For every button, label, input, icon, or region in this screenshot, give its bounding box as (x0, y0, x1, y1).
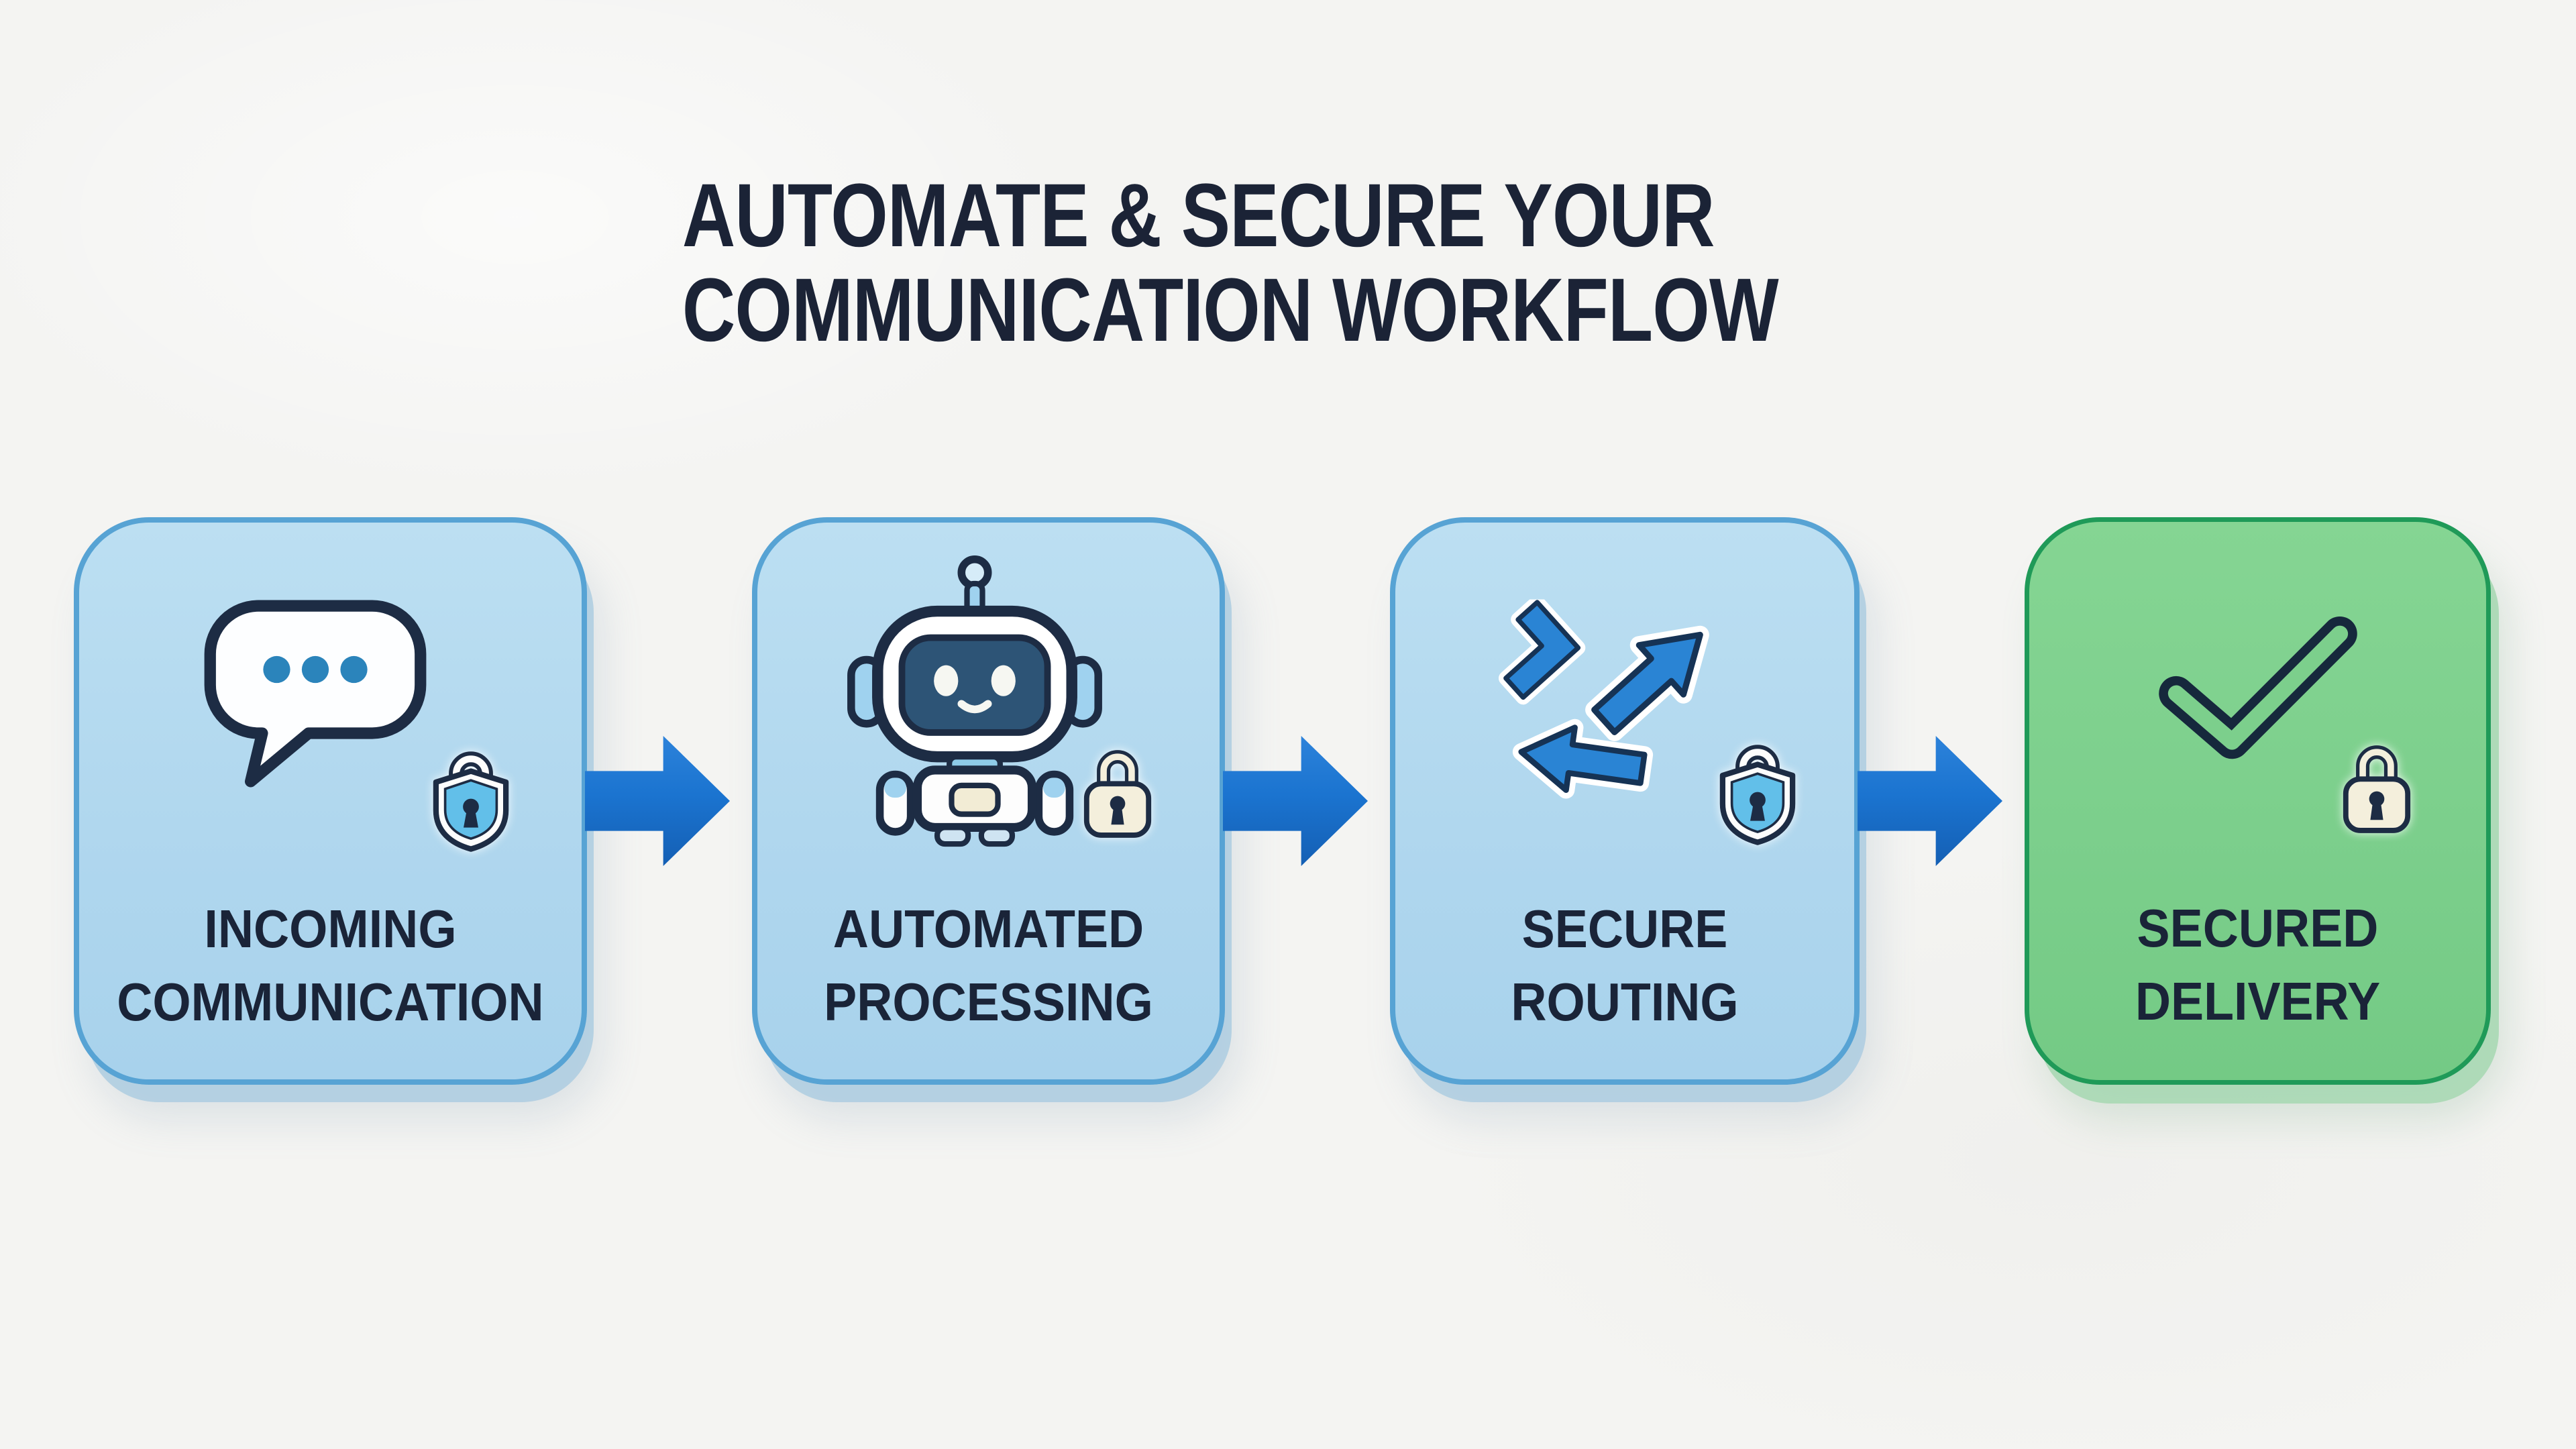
routing-arrows-icon (1499, 599, 1709, 799)
checkmark-icon (2158, 616, 2357, 759)
connector-3 (1858, 734, 2025, 868)
shield-lock-icon (1720, 745, 1796, 845)
step-label-line-1: AUTOMATED (833, 899, 1144, 959)
connector-1 (585, 734, 752, 868)
step-icon-zone (1395, 523, 1854, 1079)
step-label-line-2: PROCESSING (824, 971, 1153, 1032)
shield-lock-icon (433, 751, 509, 852)
connector-2 (1223, 734, 1390, 868)
step-icon-zone (2029, 522, 2486, 1080)
step-label: SECURE ROUTING (1413, 893, 1835, 1039)
padlock-icon (2343, 745, 2410, 833)
step-icon-zone (79, 523, 582, 1079)
step-secured-delivery: SECURED DELIVERY (2025, 517, 2491, 1085)
right-arrow-icon (1223, 736, 1368, 866)
step-icon-zone (757, 523, 1220, 1079)
title-line-2: COMMUNICATION WORKFLOW (682, 260, 1779, 360)
step-label-line-2: COMMUNICATION (117, 971, 544, 1032)
step-label-line-1: SECURED (2137, 898, 2379, 958)
chat-bubble-icon (204, 600, 427, 788)
step-label: SECURED DELIVERY (2047, 892, 2468, 1038)
padlock-icon (1084, 750, 1152, 838)
workflow-row: INCOMING COMMUNICATION (74, 517, 2491, 1085)
step-label-line-2: DELIVERY (2135, 971, 2381, 1031)
page-title: AUTOMATE & SECURE YOUR COMMUNICATION WOR… (682, 166, 1779, 360)
step-secure-routing: SECURE ROUTING (1390, 517, 1860, 1085)
step-label: AUTOMATED PROCESSING (776, 893, 1201, 1039)
step-label-line-1: SECURE (1521, 899, 1728, 959)
right-arrow-icon (585, 736, 730, 866)
step-label-line-1: INCOMING (204, 899, 457, 959)
step-label-line-2: ROUTING (1511, 971, 1739, 1032)
step-automated-processing: AUTOMATED PROCESSING (752, 517, 1225, 1085)
robot-icon (847, 555, 1102, 847)
step-incoming-communication: INCOMING COMMUNICATION (74, 517, 587, 1085)
step-label: INCOMING COMMUNICATION (99, 893, 561, 1039)
right-arrow-icon (1858, 736, 2002, 866)
title-line-1: AUTOMATE & SECURE YOUR (682, 166, 1715, 266)
